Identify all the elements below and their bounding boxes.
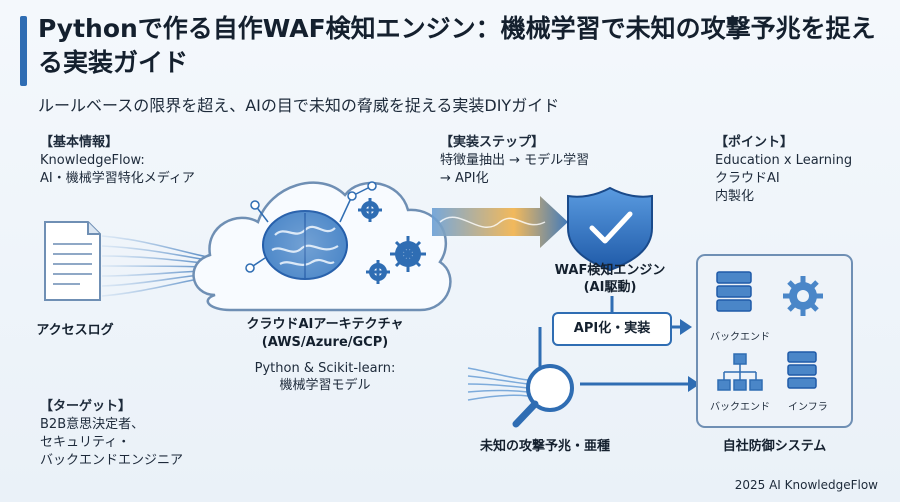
magnifier-icon [512,364,574,428]
target-line: セキュリティ・ [40,435,131,450]
points-line: クラウドAI [715,171,780,186]
python-label: Python & Scikit-learn: [254,361,396,376]
infra-server-icon [787,351,817,389]
target-heading: 【ターゲット】 [40,399,132,414]
document-icon [44,221,101,301]
points-line: Education x Learning [715,153,853,168]
backend-label-2: バックエンド [710,402,770,413]
basic-info-heading: 【基本情報】 [40,135,119,150]
basic-info-block: 【基本情報】 KnowledgeFlow: AI・機械学習特化メディア [40,134,195,188]
brain-icon [259,199,351,291]
backend-label-1: バックエンド [710,332,770,343]
waf-label: WAF検知エンジン [554,263,666,278]
server-icon [716,271,752,312]
attack-stream-lines [467,367,529,401]
page-subtitle: ルールベースの限界を超え、AIの目で未知の脅威を捉える実装DIYガイド [38,96,560,115]
hierarchy-icon [717,353,763,391]
page-title: Pythonで作る自作WAF検知エンジン：機械学習で未知の攻撃予兆を捉える実装ガ… [38,14,876,77]
footer: 2025 AI KnowledgeFlow [734,478,878,492]
network-nodes-icon [245,181,377,273]
target-line: B2B意思決定者、 [40,417,145,432]
cloud-arch-sub-label: (AWS/Azure/GCP) [261,335,389,350]
unknown-attack-label: 未知の攻撃予兆・亜種 [479,439,610,454]
steps-block: 【実装ステップ】 特徴量抽出 → モデル学習 → API化 [440,134,589,188]
steps-line: → API化 [440,171,489,186]
steps-line: 特徴量抽出 → モデル学習 [440,153,590,168]
target-line: バックエンドエンジニア [40,453,184,468]
shield-icon [567,186,653,272]
cloud-arch-label: クラウドAIアーキテクチャ [246,317,404,332]
target-block: 【ターゲット】 B2B意思決定者、 セキュリティ・ バックエンドエンジニア [40,398,183,470]
gear-icon-large [783,276,823,316]
points-line: 内製化 [715,189,755,204]
defense-label: 自社防御システム [722,439,827,454]
python-sub-label: 機械学習モデル [279,378,371,393]
access-log-label: アクセスログ [36,323,114,338]
gear-teeth [358,198,426,284]
basic-info-line: AI・機械学習特化メディア [40,171,195,186]
basic-info-line: KnowledgeFlow: [40,153,145,168]
steps-heading: 【実装ステップ】 [440,135,545,150]
points-heading: 【ポイント】 [715,135,794,150]
infra-label: インフラ [788,402,828,413]
points-block: 【ポイント】 Education x Learning クラウドAI 内製化 [715,134,852,206]
api-pill: API化・実装 [552,312,672,346]
title-accent-bar [20,16,27,86]
arrow-right [688,376,700,392]
waf-sub-label: (AI駆動) [583,280,637,295]
